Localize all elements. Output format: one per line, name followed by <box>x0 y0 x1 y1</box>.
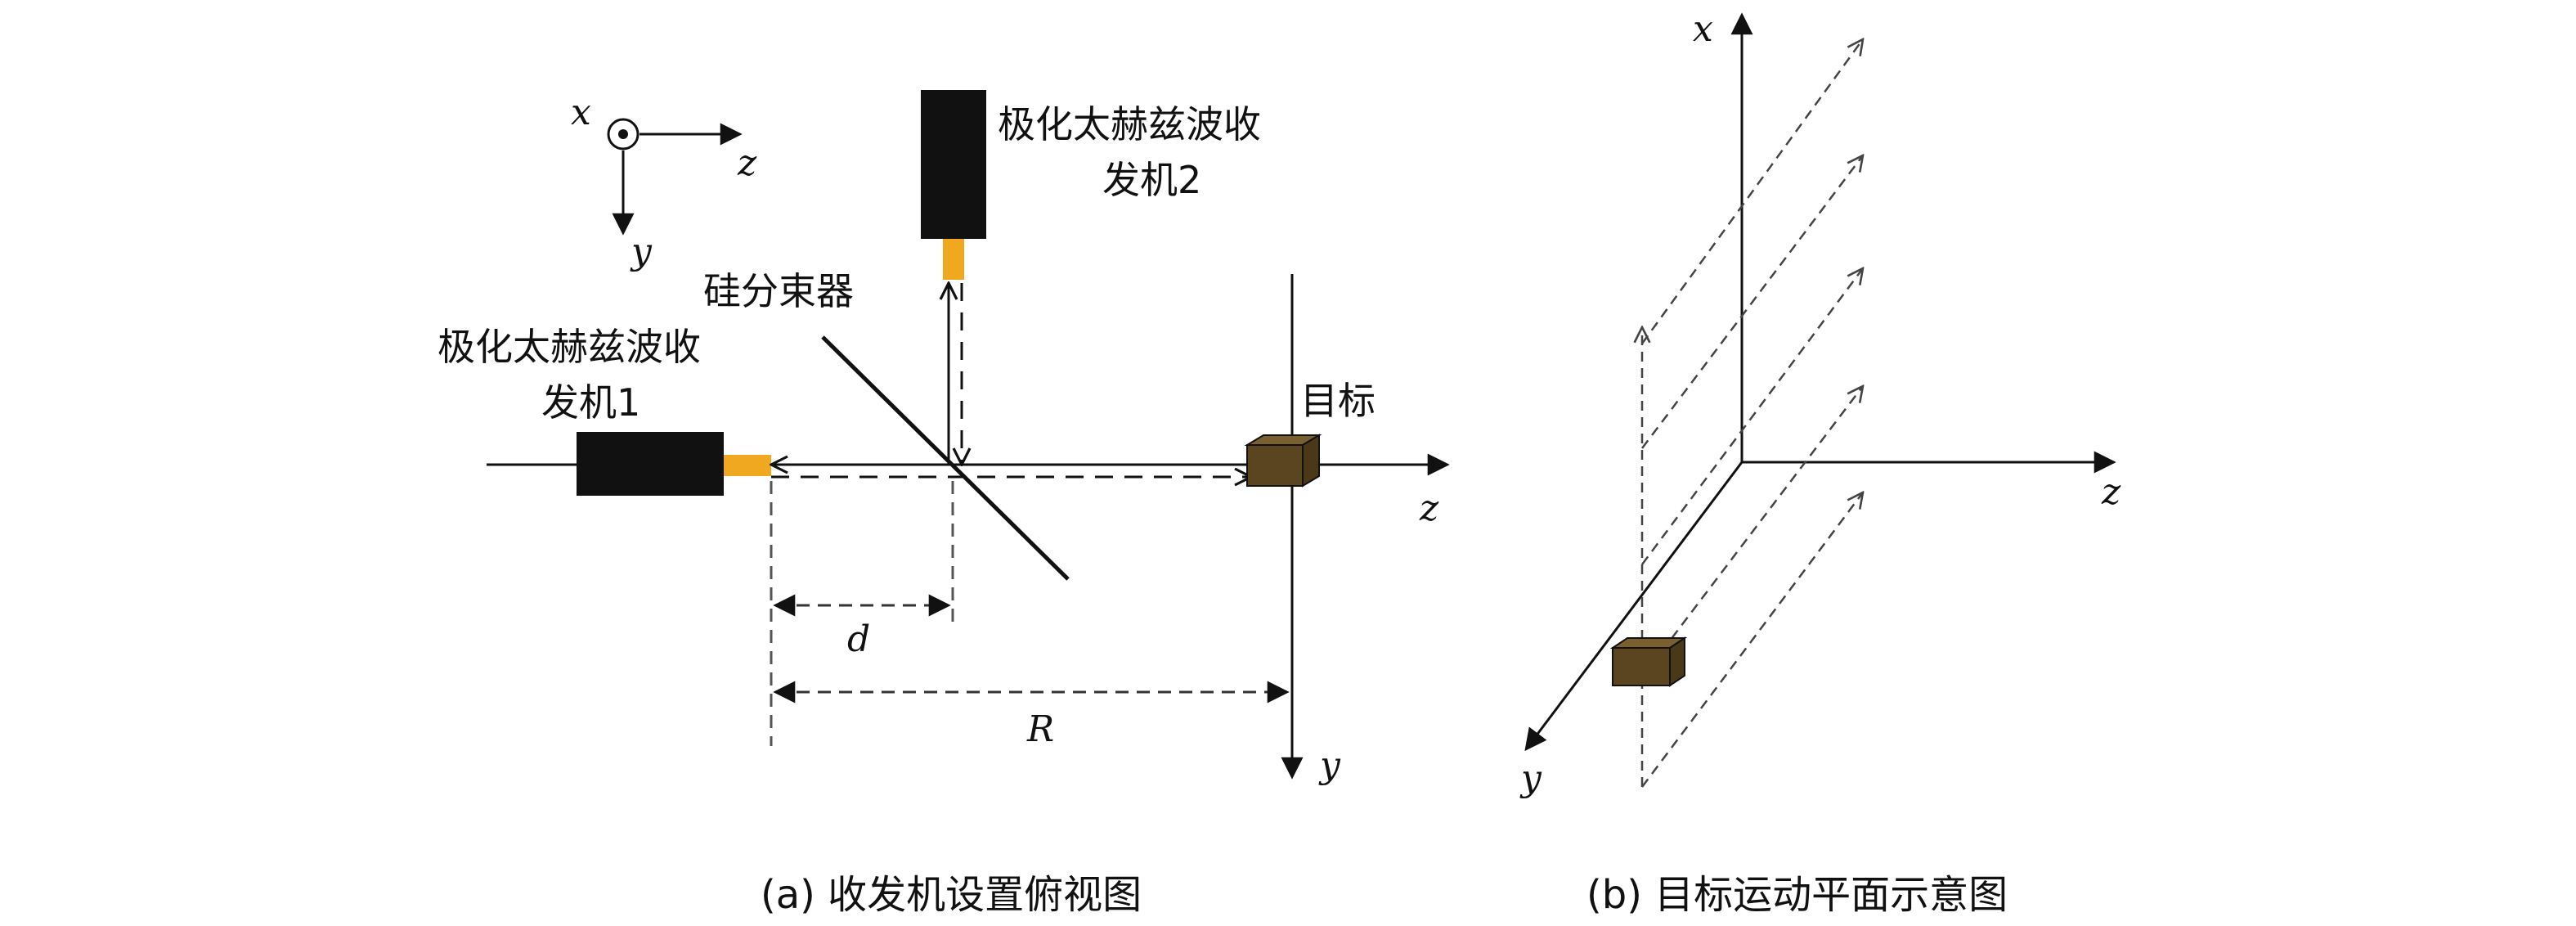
x-out-of-page-dot <box>618 129 628 139</box>
dim-R-label: R <box>1026 708 1054 750</box>
silicon-beam-splitter <box>821 335 1070 581</box>
beam-splitter-label: 硅分束器 <box>703 269 854 313</box>
target-label: 目标 <box>1300 379 1376 423</box>
target-block <box>1244 434 1322 488</box>
small-x-label: x <box>571 92 591 133</box>
panel-a: x z y z y 极化太赫兹波收 发机2 极化太赫兹波收 发机1 硅分束器 <box>438 90 1450 918</box>
transceiver-2-label-line1: 极化太赫兹波收 <box>998 102 1261 146</box>
caption-b: (b) 目标运动平面示意图 <box>1586 872 2008 918</box>
transceiver-2-port <box>943 239 964 280</box>
coordinate-indicator: x z y <box>571 92 757 272</box>
small-y-label: y <box>630 231 653 272</box>
dim-d-label: d <box>847 618 870 660</box>
x-out-of-page-icon <box>607 118 640 151</box>
small-z-label: z <box>737 142 757 184</box>
b-z-label: z <box>2101 471 2121 513</box>
b-y-label: y <box>1519 757 1542 799</box>
main-y-label: y <box>1318 744 1341 786</box>
motion-trajectories <box>1640 39 1863 788</box>
transceiver-2-label-line2: 发机2 <box>1102 158 1201 202</box>
transceiver-2 <box>921 90 986 239</box>
trajectory-4 <box>1641 386 1863 678</box>
panel-b: x z y (b) 目标运动平面示意图 <box>1519 8 2121 918</box>
trajectory-2 <box>1641 155 1863 449</box>
trajectory-1 <box>1640 39 1863 344</box>
caption-a: (a) 收发机设置俯视图 <box>761 872 1142 918</box>
transceiver-1-port <box>724 455 771 476</box>
trajectory-5 <box>1641 492 1863 788</box>
b-y-axis <box>1524 461 1744 752</box>
b-target-block <box>1609 636 1688 687</box>
trajectory-3 <box>1640 268 1863 565</box>
main-z-label: z <box>1419 488 1439 529</box>
transceiver-1-label-line1: 极化太赫兹波收 <box>438 325 701 369</box>
transceiver-1-label-line2: 发机1 <box>541 380 640 425</box>
b-x-label: x <box>1693 8 1713 50</box>
transceiver-1 <box>577 432 724 496</box>
